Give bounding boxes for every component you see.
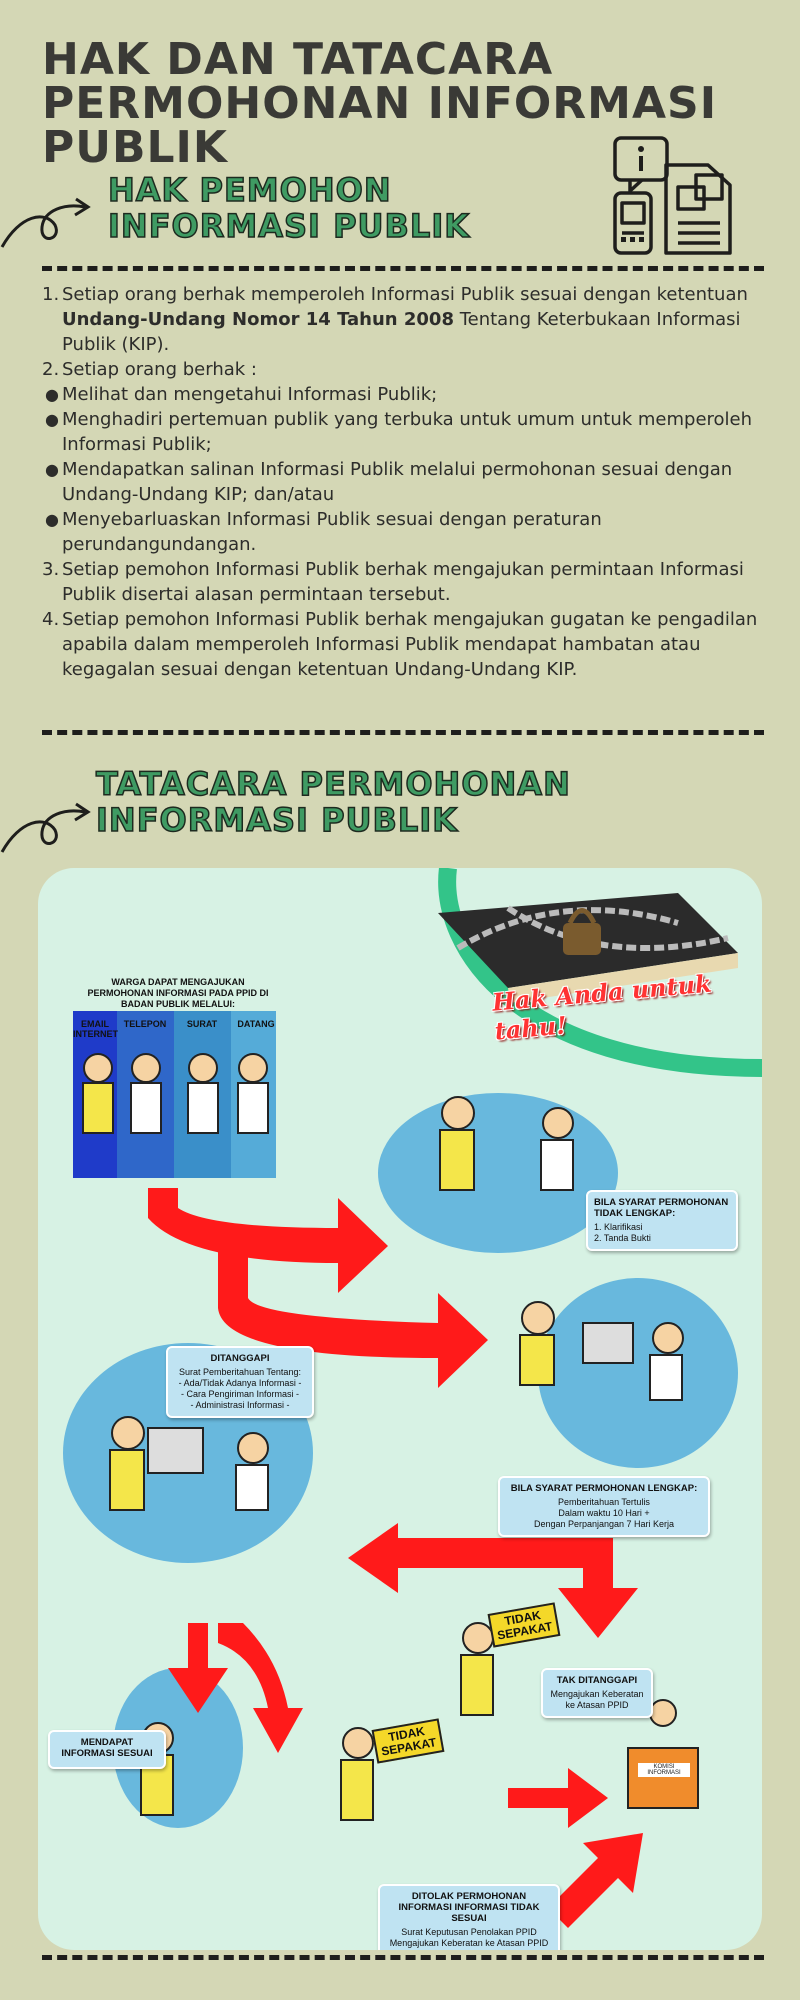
section-title-procedure-line2: INFORMASI PUBLIK (95, 801, 459, 839)
list-item-text-part: Setiap orang berhak memperoleh Informasi… (62, 284, 748, 305)
callout-line: 2. Tanda Bukti (594, 1233, 651, 1243)
callout-line: ke Atasan PPID (565, 1700, 629, 1710)
list-item-text: Setiap pemohon Informasi Publik berhak m… (62, 559, 744, 605)
curly-arrow-icon (0, 802, 91, 853)
list-item: 2. Setiap orang berhak : (42, 357, 764, 382)
page-title: HAK DAN TATACARA PERMOHONAN INFORMASI PU… (42, 38, 742, 170)
list-marker: 4. (42, 609, 60, 630)
callout-title: DITANGGAPI (210, 1353, 270, 1364)
callout-title: BILA SYARAT PERMOHONAN TIDAK LENGKAP: (594, 1197, 729, 1219)
callout-title: TAK DITANGGAPI (556, 1675, 638, 1686)
bullet-item: ● Menyebarluaskan Informasi Publik sesua… (42, 507, 764, 557)
callout-line: - Ada/Tidak Adanya Informasi - (178, 1378, 302, 1388)
bullet-item: ● Mendapatkan salinan Informasi Publik m… (42, 457, 764, 507)
page-title-line1: HAK DAN TATACARA (42, 34, 554, 85)
channel-telepon: TELEPON (123, 1019, 167, 1029)
law-reference: Undang-Undang Nomor 14 Tahun 2008 (62, 309, 454, 330)
desk-label: KOMISI INFORMASI (638, 1763, 690, 1777)
bullet-icon: ● (45, 410, 59, 429)
bullet-item: ● Menghadiri pertemuan publik yang terbu… (42, 407, 764, 457)
bullet-text: Mendapatkan salinan Informasi Publik mel… (62, 459, 733, 505)
rights-list: 1. Setiap orang berhak memperoleh Inform… (42, 282, 764, 682)
list-item: 1. Setiap orang berhak memperoleh Inform… (42, 282, 764, 357)
divider (42, 730, 764, 735)
divider (42, 1955, 764, 1960)
callout-title: DITOLAK PERMOHONAN INFORMASI INFORMASI T… (398, 1891, 540, 1924)
callout-not-responded: TAK DITANGGAPI Mengajukan Keberatan ke A… (541, 1668, 653, 1718)
bullet-text: Menyebarluaskan Informasi Publik sesuai … (62, 509, 602, 555)
list-item-text: Setiap pemohon Informasi Publik berhak m… (62, 609, 758, 680)
section-title-rights-line1: HAK PEMOHON (107, 171, 392, 209)
callout-line: Mengajukan Keberatan (550, 1689, 644, 1699)
channel-email: EMAIL INTERNET (73, 1019, 118, 1039)
callout-line: Surat Keputusan Penolakan PPID (401, 1927, 537, 1937)
callout-complete: BILA SYARAT PERMOHONAN LENGKAP: Pemberit… (498, 1476, 710, 1537)
section-title-procedure-line1: TATACARA PERMOHONAN (95, 765, 571, 803)
curly-arrow-icon (0, 197, 91, 248)
section-title-rights: HAK PEMOHON INFORMASI PUBLIK (107, 171, 471, 245)
callout-title: MENDAPAT INFORMASI SESUAI (61, 1737, 153, 1759)
callout-line: Surat Pemberitahuan Tentang: (179, 1367, 301, 1377)
section-title-procedure: TATACARA PERMOHONAN INFORMASI PUBLIK (95, 765, 571, 839)
list-item-text: Setiap orang berhak : (62, 359, 257, 380)
callout-line: Dalam waktu 10 Hari + (558, 1508, 650, 1518)
locked-book-icon (438, 893, 738, 1003)
callout-rejected: DITOLAK PERMOHONAN INFORMASI INFORMASI T… (378, 1884, 560, 1950)
bullet-icon: ● (45, 510, 59, 529)
flow-arrows (148, 1188, 643, 1928)
callout-line: - Cara Pengiriman Informasi - (180, 1389, 300, 1399)
intro-text-content: WARGA DAPAT MENGAJUKAN PERMOHONAN INFORM… (87, 977, 269, 1009)
callout-responded: DITANGGAPI Surat Pemberitahuan Tentang: … (166, 1346, 314, 1418)
callout-title: BILA SYARAT PERMOHONAN LENGKAP: (510, 1483, 698, 1494)
bullet-icon: ● (45, 460, 59, 479)
list-marker: 3. (42, 559, 60, 580)
callout-line: 1. Klarifikasi (594, 1222, 643, 1232)
list-item: 3. Setiap pemohon Informasi Publik berha… (42, 557, 764, 607)
information-document-icon (613, 136, 732, 255)
bullet-text: Melihat dan mengetahui Informasi Publik; (62, 384, 438, 405)
callout-line: Dengan Perpanjangan 7 Hari Kerja (533, 1519, 675, 1529)
callout-line: - Administrasi Informasi - (190, 1400, 290, 1410)
list-marker: 1. (42, 284, 60, 305)
intro-text: WARGA DAPAT MENGAJUKAN PERMOHONAN INFORM… (78, 972, 278, 1015)
divider (42, 266, 764, 271)
section-title-rights-line2: INFORMASI PUBLIK (107, 207, 471, 245)
channel-datang: DATANG (237, 1019, 275, 1029)
callout-incomplete: BILA SYARAT PERMOHONAN TIDAK LENGKAP: 1.… (586, 1190, 738, 1251)
bullet-icon: ● (45, 385, 59, 404)
callout-line: Pemberitahuan Tertulis (558, 1497, 650, 1507)
procedure-infographic: Hak Anda untuk tahu! WARGA DAPAT MENGAJU… (38, 868, 762, 1950)
list-marker: 2. (42, 359, 60, 380)
list-item: 4. Setiap pemohon Informasi Publik berha… (42, 607, 764, 682)
bullet-text: Menghadiri pertemuan publik yang terbuka… (62, 409, 753, 455)
list-item-text-part: Tentang Keterbukaan Informasi Publik (KI… (62, 309, 741, 355)
page-title-line2: PERMOHONAN INFORMASI PUBLIK (42, 78, 718, 173)
callout-got-info: MENDAPAT INFORMASI SESUAI (48, 1730, 166, 1769)
infographic-artwork (63, 868, 762, 1928)
bullet-item: ● Melihat dan mengetahui Informasi Publi… (42, 382, 764, 407)
list-item-text: Setiap orang berhak memperoleh Informasi… (62, 282, 764, 357)
callout-line: Mengajukan Keberatan ke Atasan PPID (389, 1938, 549, 1948)
channel-surat: SURAT (186, 1019, 218, 1029)
